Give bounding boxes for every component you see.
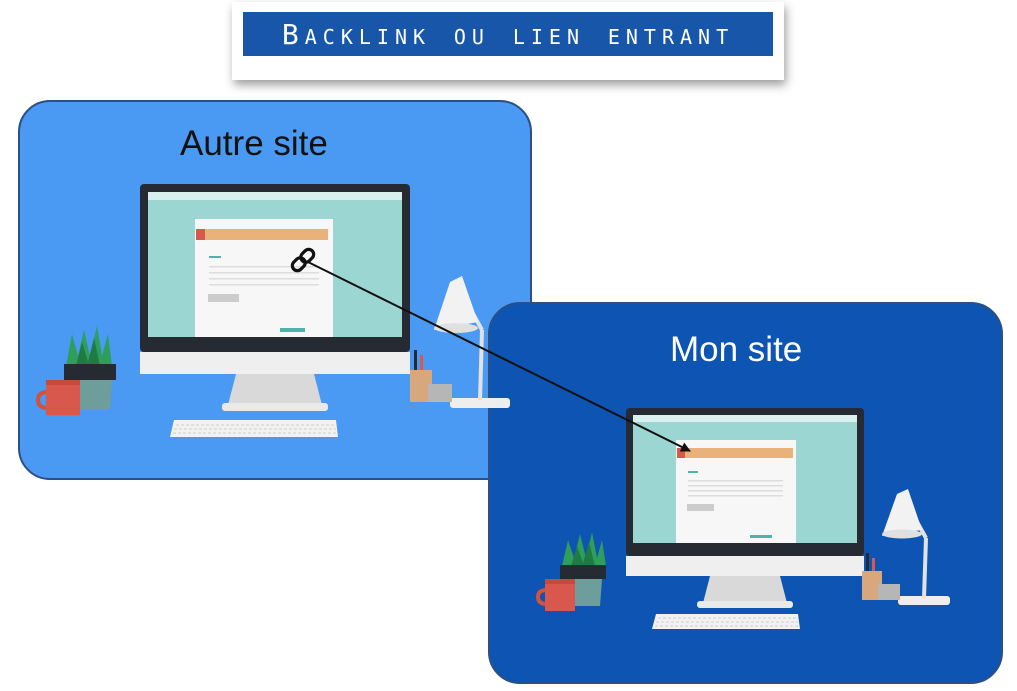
chain-link-icon: [290, 247, 316, 273]
my-site-label: Mon site: [670, 330, 803, 369]
title-banner: Backlink ou lien entrant: [243, 12, 773, 56]
other-site-label: Autre site: [180, 124, 328, 163]
other-site-mug: [35, 380, 80, 415]
my-site-webpage: [676, 440, 796, 543]
my-site-lamp: [882, 489, 950, 605]
other-site-panel: [18, 100, 532, 480]
other-site-pen-holder: [410, 350, 452, 402]
my-site-pen-holder: [862, 553, 900, 600]
other-site-plant: [64, 326, 116, 410]
backlink-arrow-line: [307, 261, 691, 452]
my-site-mug: [535, 579, 575, 611]
my-site-keyboard: [652, 614, 800, 629]
other-site-keyboard: [170, 420, 338, 437]
diagram-title: Backlink ou lien entrant: [281, 17, 735, 51]
other-site-webpage: [195, 219, 333, 337]
